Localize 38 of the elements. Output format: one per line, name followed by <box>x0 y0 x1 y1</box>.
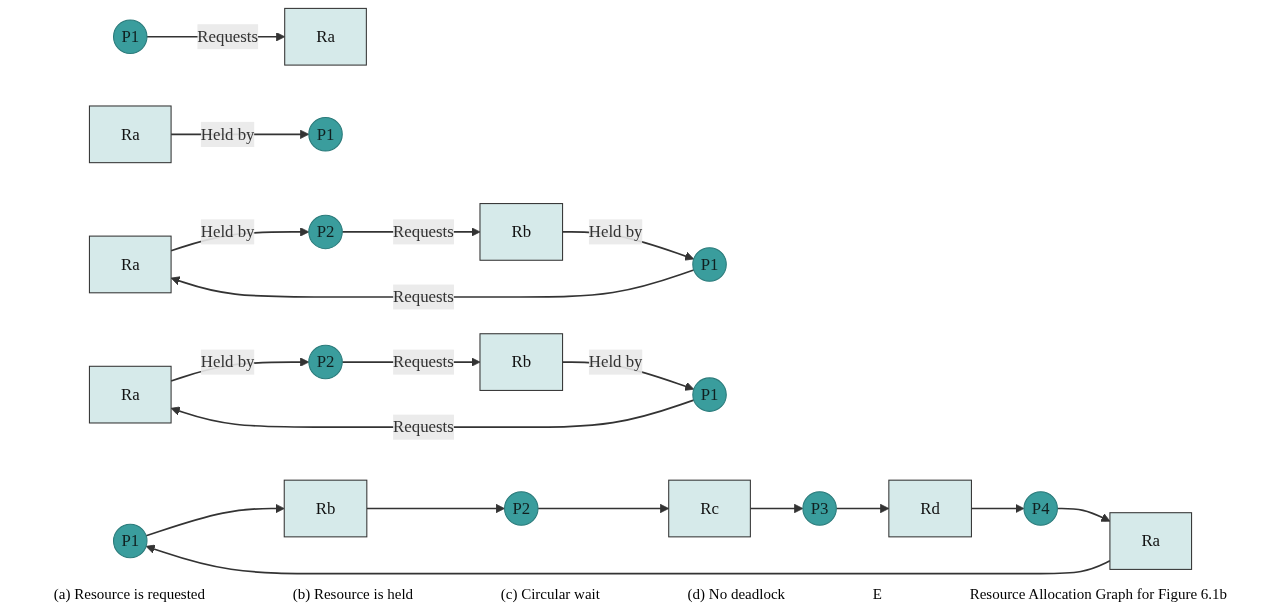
node-circle: P2 <box>504 491 539 526</box>
node-circle: P2 <box>308 214 343 250</box>
node-box: Rb <box>283 479 368 538</box>
edge-label: Requests <box>393 417 454 436</box>
caption-text: E <box>872 586 882 603</box>
arrow <box>366 503 505 514</box>
node-circle: P1 <box>113 19 148 54</box>
caption-text: (c) Circular wait <box>500 586 600 603</box>
caption-text: (b) Resource is held <box>292 586 414 603</box>
edge-label: Held by <box>588 222 643 241</box>
node-box: Ra <box>88 105 172 164</box>
edge-label: Requests <box>393 287 454 306</box>
arrow <box>145 503 285 537</box>
node-box: Ra <box>284 7 367 66</box>
caption-text: (a) Resource is requested <box>53 586 206 603</box>
node-box: Ra <box>1109 512 1193 570</box>
node-box: Rb <box>479 333 564 391</box>
node-circle: P2 <box>308 344 343 380</box>
node-circle: P3 <box>802 491 837 526</box>
edge-label: Requests <box>393 222 454 241</box>
node-circle: P1 <box>308 117 343 152</box>
edge-label: Held by <box>200 222 255 241</box>
caption-text: (d) No deadlock <box>687 586 786 603</box>
node-circle: P1 <box>692 377 727 412</box>
edge-label: Requests <box>197 27 258 46</box>
edge-label: Held by <box>588 352 643 371</box>
node-circle: P4 <box>1023 491 1058 526</box>
edge-label: Held by <box>200 124 255 143</box>
node-box: Rc <box>668 479 751 538</box>
edge-label: Requests <box>393 352 454 371</box>
node-box: Ra <box>88 235 172 294</box>
node-box: Rd <box>888 479 972 538</box>
caption-text: Resource Allocation Graph for Figure 6.1b <box>969 586 1228 603</box>
edge-label: Held by <box>200 352 255 371</box>
node-box: Ra <box>88 365 172 424</box>
node-circle: P1 <box>113 523 148 559</box>
node-box: Rb <box>479 203 564 261</box>
node-circle: P1 <box>692 247 727 282</box>
